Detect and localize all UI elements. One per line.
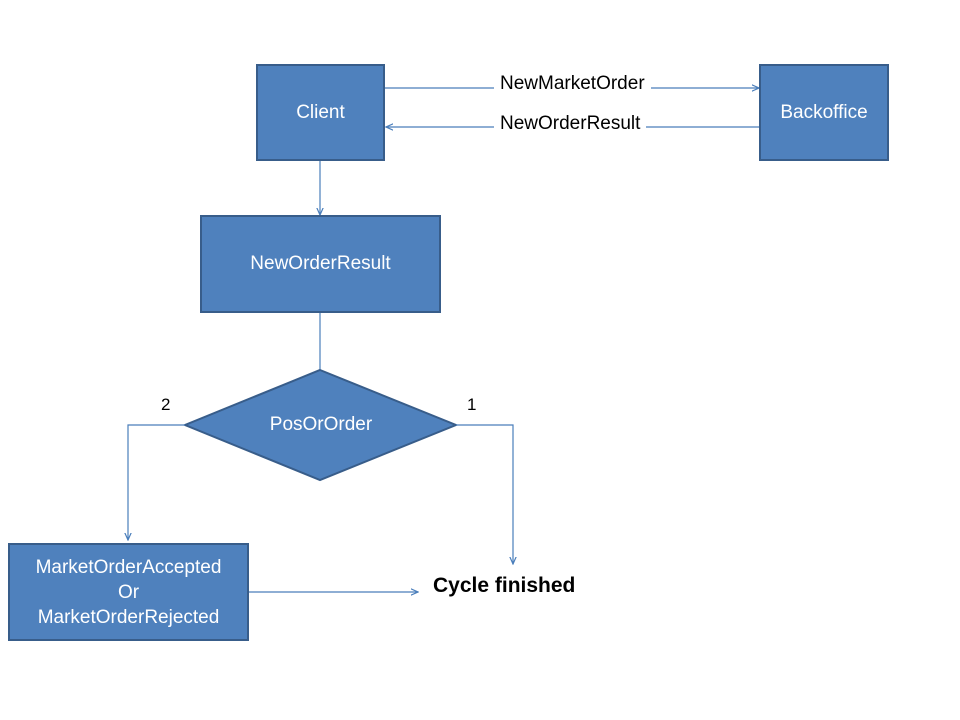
- market-order-line-accepted: MarketOrderAccepted: [35, 556, 222, 578]
- market-order-line-or: Or: [117, 581, 140, 603]
- backoffice-label: Backoffice: [780, 101, 868, 123]
- decision-label: PosOrOrder: [269, 414, 373, 435]
- client-label: Client: [296, 101, 345, 123]
- edge-label-new-order-result: NewOrderResult: [494, 113, 647, 135]
- arrow-branch-1: [456, 424, 513, 564]
- cycle-finished-label: Cycle finished: [433, 574, 576, 598]
- backoffice-box: Backoffice: [759, 64, 889, 161]
- client-box: Client: [256, 64, 385, 161]
- market-order-box: MarketOrderAccepted Or MarketOrderReject…: [8, 543, 249, 641]
- arrow-branch-2: [128, 424, 185, 540]
- new-order-result-box: NewOrderResult: [200, 215, 441, 313]
- new-order-result-label: NewOrderResult: [250, 253, 391, 274]
- market-order-line-rejected: MarketOrderRejected: [37, 606, 220, 628]
- branch-label-2: 2: [161, 395, 171, 415]
- edge-label-new-market-order: NewMarketOrder: [494, 73, 651, 95]
- decision-diamond: [182, 368, 459, 482]
- branch-label-1: 1: [467, 395, 477, 415]
